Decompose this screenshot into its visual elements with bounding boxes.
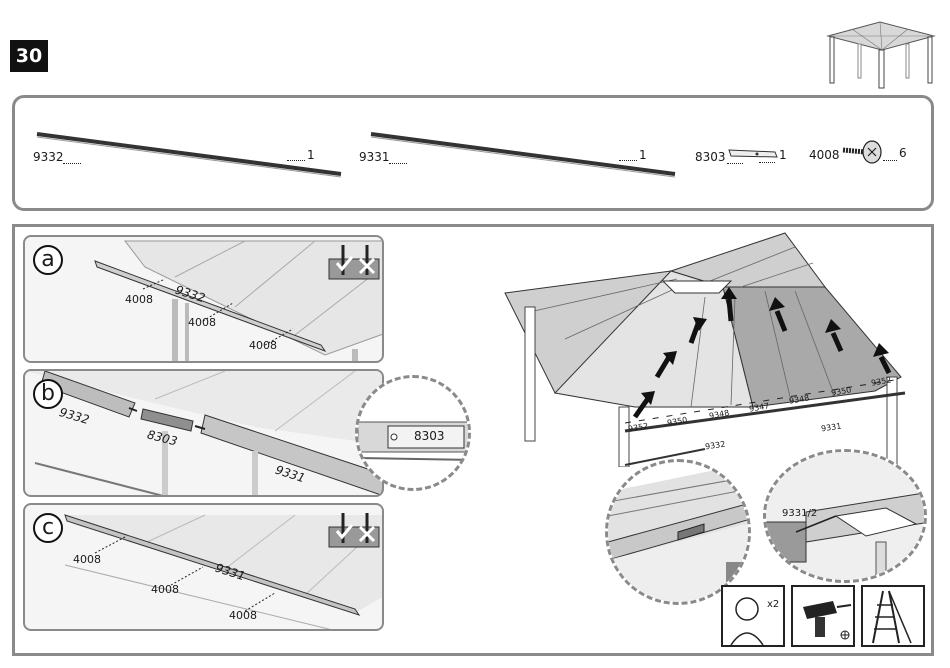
zoom-circle-b: 8303	[355, 375, 471, 491]
part-qty-4008: 6	[899, 146, 907, 160]
parts-list-box: 9332 1 9331 1 8303 1 4008 6	[12, 95, 934, 211]
screw-label-c2: 4008	[151, 583, 179, 596]
step-panel-a: a 4008 9332 4008 4008	[23, 235, 384, 363]
ladder-icon	[861, 585, 925, 647]
roof-overview-illustration	[495, 227, 925, 467]
panel-letter-a: a	[33, 245, 63, 275]
zoom-circle-roof-left	[605, 459, 751, 605]
step-panel-b: b 9332 8303 9331	[23, 369, 384, 497]
zoom-label-8303: 8303	[414, 429, 445, 443]
people-count-label: x2	[767, 599, 779, 610]
screw-label-c3: 4008	[229, 609, 257, 622]
two-people-icon: x2	[721, 585, 785, 647]
gazebo-thumbnail-icon	[822, 14, 940, 90]
part-code-9332: 9332	[33, 150, 64, 164]
screw-label-a3: 4008	[249, 339, 277, 352]
profile-9331-part-drawing	[367, 130, 679, 180]
screw-label-a2: 4008	[188, 316, 216, 329]
part-code-9331: 9331	[359, 150, 390, 164]
assembly-box: a 4008 9332 4008 4008 b	[12, 224, 934, 656]
step-panel-c: c 4008 9331 4008 4008	[23, 503, 384, 631]
profile-9332-part-drawing	[33, 130, 345, 180]
zoom-label-9331-2: 9331/2	[782, 508, 817, 519]
screw-check-cross-icon	[327, 243, 383, 287]
part-code-8303: 8303	[695, 150, 726, 164]
panel-letter-b: b	[33, 379, 63, 409]
screw-4008-icon	[841, 136, 885, 166]
part-code-4008: 4008	[809, 148, 840, 162]
part-qty-9332: 1	[307, 148, 315, 162]
part-qty-9331: 1	[639, 148, 647, 162]
screw-label-c1: 4008	[73, 553, 101, 566]
connector-8303-part-drawing	[727, 146, 779, 162]
panel-b-illustration	[25, 371, 384, 497]
drill-icon	[791, 585, 855, 647]
screw-check-cross-icon-c	[327, 511, 383, 555]
screw-label-a1: 4008	[125, 293, 153, 306]
panel-letter-c: c	[33, 513, 63, 543]
part-qty-8303: 1	[779, 148, 787, 162]
zoom-circle-roof-right: 9331/2	[763, 449, 927, 583]
step-number-badge: 30	[10, 40, 48, 72]
